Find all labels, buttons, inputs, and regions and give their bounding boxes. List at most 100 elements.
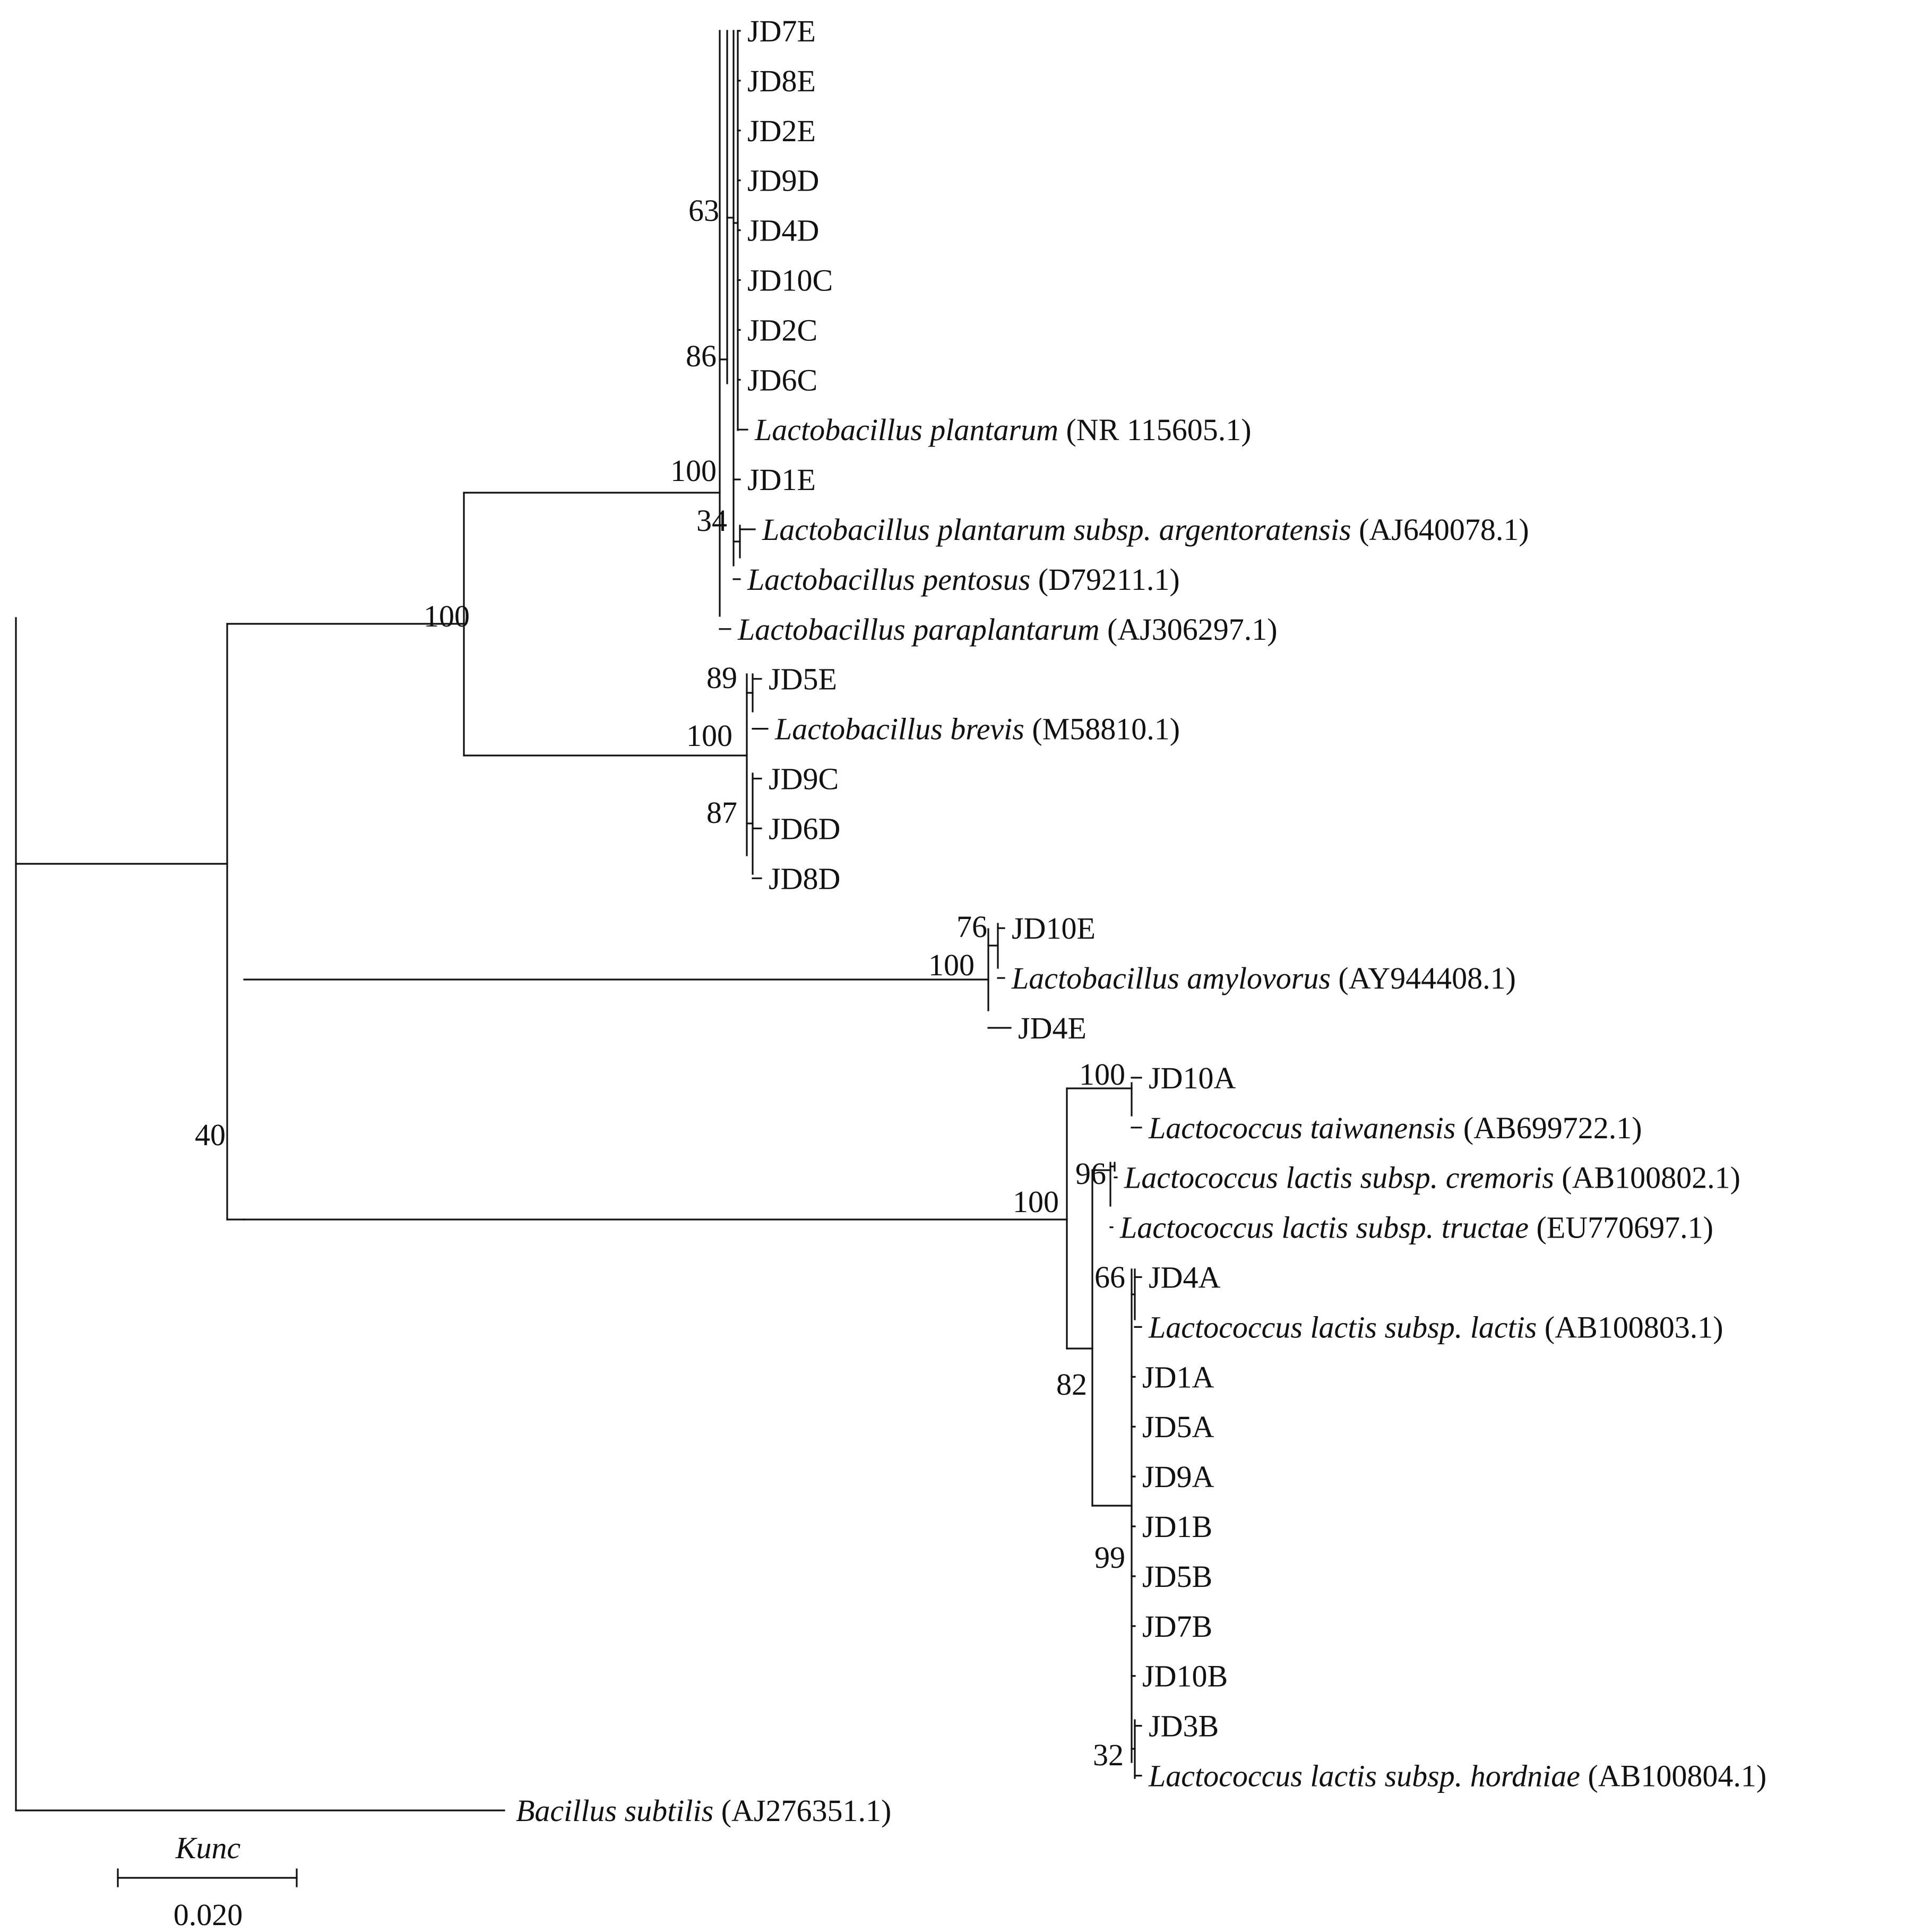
leaf-label-L_plantarum_arg: Lactobacillus plantarum subsp. argentora… xyxy=(762,512,1529,547)
leaf-name: JD9D xyxy=(747,164,819,198)
leaf-label-JD9D: JD9D xyxy=(747,164,819,198)
tree-branches xyxy=(15,30,1142,1811)
leaf-label-JD9C: JD9C xyxy=(769,762,839,796)
leaf-accession: (AJ306297.1) xyxy=(1100,612,1278,647)
bootstrap-n100_amy: 100 xyxy=(928,948,975,982)
leaf-label-JD4E: JD4E xyxy=(1018,1011,1087,1045)
leaf-name: JD10A xyxy=(1149,1061,1236,1095)
leaf-name: JD5E xyxy=(769,662,837,697)
bootstrap-n66: 66 xyxy=(1094,1260,1125,1294)
bootstrap-n89: 89 xyxy=(706,660,737,695)
leaf-name: Bacillus subtilis xyxy=(516,1793,713,1828)
leaf-name: JD10E xyxy=(1012,911,1096,946)
leaf-label-Lc_taiwanensis: Lactococcus taiwanensis (AB699722.1) xyxy=(1148,1111,1642,1145)
leaf-label-L_pentosus: Lactobacillus pentosus (D79211.1) xyxy=(747,562,1180,597)
leaf-label-JD9A: JD9A xyxy=(1142,1459,1214,1494)
leaf-label-JD5E: JD5E xyxy=(769,662,837,697)
leaf-label-JD2E: JD2E xyxy=(747,114,816,148)
bootstrap-n96: 96 xyxy=(1075,1156,1106,1191)
leaf-name: JD7E xyxy=(747,14,816,48)
leaf-accession: (AY944408.1) xyxy=(1331,961,1516,995)
leaf-accession: (EU770697.1) xyxy=(1529,1210,1713,1245)
leaf-name: Lactobacillus amylovorus xyxy=(1011,961,1331,995)
leaf-name: JD6D xyxy=(769,811,840,846)
leaf-name: Lactobacillus plantarum xyxy=(754,413,1058,447)
leaf-name: JD2E xyxy=(747,114,816,148)
leaf-name: JD9C xyxy=(769,762,839,796)
leaf-label-JD7B: JD7B xyxy=(1142,1609,1212,1644)
leaf-label-L_paraplantarum: Lactobacillus paraplantarum (AJ306297.1) xyxy=(737,612,1278,647)
bootstrap-n99: 99 xyxy=(1094,1540,1125,1575)
leaf-label-JD1B: JD1B xyxy=(1142,1509,1212,1544)
bootstrap-n32: 32 xyxy=(1093,1738,1124,1772)
leaf-accession: (NR 115605.1) xyxy=(1058,413,1252,447)
leaf-label-JD4A: JD4A xyxy=(1149,1260,1220,1295)
bootstrap-n82: 82 xyxy=(1056,1367,1087,1402)
leaf-label-JD3B: JD3B xyxy=(1149,1709,1219,1744)
leaf-name: JD4A xyxy=(1149,1260,1220,1295)
leaf-name: Lactobacillus plantarum subsp. argentora… xyxy=(762,512,1351,547)
leaf-name: JD4D xyxy=(747,213,819,248)
leaf-label-Lc_hordniae: Lactococcus lactis subsp. hordniae (AB10… xyxy=(1148,1759,1766,1793)
leaf-label-JD2C: JD2C xyxy=(747,313,817,347)
leaf-label-JD5A: JD5A xyxy=(1142,1410,1214,1444)
leaf-labels: JD7E JD8E JD2E JD9D JD4D JD10C JD2C JD6C Lactoba… xyxy=(516,14,1766,1828)
leaf-accession: (AB100804.1) xyxy=(1580,1759,1766,1793)
leaf-accession: (AB699722.1) xyxy=(1455,1111,1642,1145)
leaf-name: Lactococcus lactis subsp. cremoris xyxy=(1124,1161,1554,1195)
leaf-accession: (AJ276351.1) xyxy=(713,1793,891,1828)
bootstrap-n100_brevis: 100 xyxy=(686,718,732,753)
leaf-label-JD8E: JD8E xyxy=(747,64,816,98)
leaf-label-JD5B: JD5B xyxy=(1142,1559,1212,1594)
leaf-name: Lactobacillus pentosus xyxy=(747,562,1030,597)
bootstrap-n100_plant: 100 xyxy=(670,453,717,488)
leaf-label-JD6D: JD6D xyxy=(769,811,840,846)
leaf-label-JD10C: JD10C xyxy=(747,263,833,298)
bootstrap-n40: 40 xyxy=(195,1118,226,1152)
leaf-name: JD8D xyxy=(769,861,840,896)
leaf-accession: (AB100803.1) xyxy=(1537,1310,1723,1344)
leaf-name: JD4E xyxy=(1018,1011,1087,1045)
leaf-name: JD5A xyxy=(1142,1410,1214,1444)
leaf-label-JD10B: JD10B xyxy=(1142,1659,1228,1694)
leaf-name: JD9A xyxy=(1142,1459,1214,1494)
leaf-label-Lc_lactis: Lactococcus lactis subsp. lactis (AB1008… xyxy=(1148,1310,1723,1344)
bootstrap-n100_lactococcus: 100 xyxy=(1013,1184,1059,1219)
leaf-accession: (AJ640078.1) xyxy=(1351,512,1529,547)
leaf-name: Lactococcus taiwanensis xyxy=(1148,1111,1455,1145)
leaf-label-Lc_cremoris: Lactococcus lactis subsp. cremoris (AB10… xyxy=(1124,1161,1740,1195)
leaf-name: Lactococcus lactis subsp. tructae xyxy=(1119,1210,1529,1245)
bootstrap-n34: 34 xyxy=(696,503,727,538)
bootstrap-n100_taiw: 100 xyxy=(1079,1057,1125,1092)
bootstrap-n63: 63 xyxy=(688,193,719,228)
leaf-name: JD10C xyxy=(747,263,833,298)
leaf-name: Lactobacillus brevis xyxy=(774,712,1024,746)
leaf-accession: (AB100802.1) xyxy=(1554,1161,1740,1195)
leaf-name: Lactococcus lactis subsp. hordniae xyxy=(1148,1759,1580,1793)
leaf-name: Lactobacillus paraplantarum xyxy=(737,612,1100,647)
leaf-name: JD3B xyxy=(1149,1709,1219,1744)
bootstrap-n76: 76 xyxy=(956,909,987,944)
leaf-label-JD10A: JD10A xyxy=(1149,1061,1236,1095)
leaf-name: JD6C xyxy=(747,363,817,397)
leaf-label-JD4D: JD4D xyxy=(747,213,819,248)
leaf-name: JD1A xyxy=(1142,1360,1214,1394)
scale-bar-value: 0.020 xyxy=(174,1897,243,1932)
leaf-name: JD8E xyxy=(747,64,816,98)
leaf-label-JD1A: JD1A xyxy=(1142,1360,1214,1394)
leaf-label-JD1E: JD1E xyxy=(747,462,816,497)
leaf-name: JD5B xyxy=(1142,1559,1212,1594)
leaf-label-Lc_tructae: Lactococcus lactis subsp. tructae (EU770… xyxy=(1119,1210,1713,1245)
leaf-label-L_brevis: Lactobacillus brevis (M58810.1) xyxy=(774,712,1180,746)
bootstrap-n86: 86 xyxy=(686,339,717,373)
leaf-label-JD10E: JD10E xyxy=(1012,911,1096,946)
scale-bar-title: Kunc xyxy=(175,1831,241,1865)
leaf-name: JD7B xyxy=(1142,1609,1212,1644)
bootstrap-n100_lacto: 100 xyxy=(424,599,470,633)
leaf-label-B_subtilis: Bacillus subtilis (AJ276351.1) xyxy=(516,1793,891,1828)
leaf-name: JD10B xyxy=(1142,1659,1228,1694)
leaf-name: JD2C xyxy=(747,313,817,347)
leaf-name: JD1B xyxy=(1142,1509,1212,1544)
scale-bar: Kunc 0.020 xyxy=(117,1831,298,1932)
